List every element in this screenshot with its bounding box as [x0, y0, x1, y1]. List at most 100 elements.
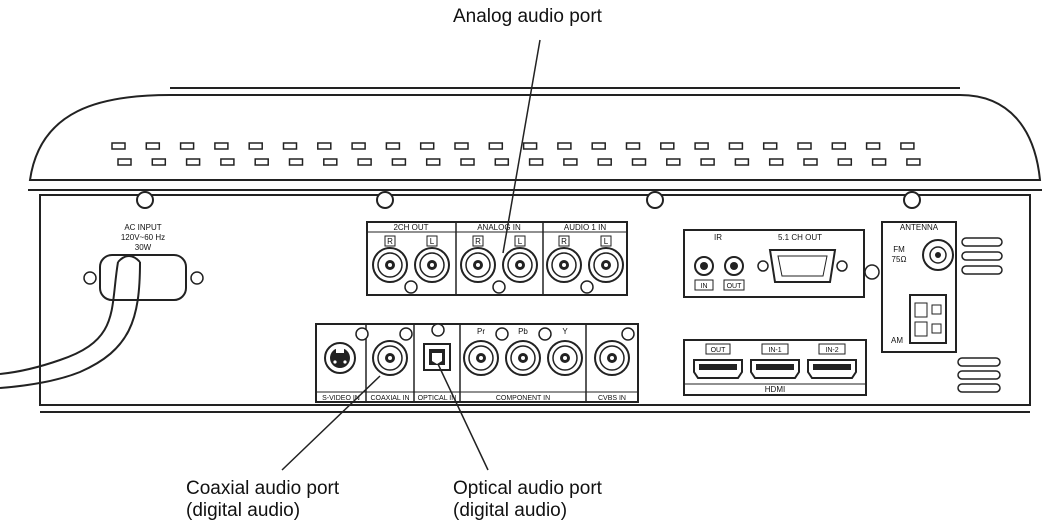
vent-slot	[563, 158, 578, 166]
vent-slot	[631, 158, 647, 166]
vent-slot	[185, 158, 201, 166]
video-audio-input-group: S-VIDEO IN COAXIAL IN OPTICAL IN COMPONE…	[315, 323, 639, 403]
label-r: R	[387, 237, 393, 246]
ac-input: AC INPUT 120V~60 Hz 30W	[0, 223, 204, 389]
ac-input-label: AC INPUT	[124, 223, 161, 232]
component-y-jack	[547, 340, 583, 376]
side-vents	[957, 237, 1003, 393]
vent-slot	[591, 142, 606, 150]
label-svideo-in: S-VIDEO IN	[322, 395, 360, 402]
label-ir: IR	[714, 233, 722, 242]
vent-slot	[317, 142, 332, 150]
label-fm: FM	[893, 245, 905, 254]
side-vent	[961, 237, 1003, 247]
vent-slot	[323, 158, 338, 166]
label-component-in: COMPONENT IN	[496, 395, 550, 402]
component-pr-jack	[463, 340, 499, 376]
cvbs-jack	[594, 340, 630, 376]
label-l: L	[518, 237, 523, 246]
label-ir-in: IN	[701, 283, 708, 290]
vent-slot	[425, 158, 441, 166]
vent-slot	[460, 158, 475, 166]
label-am: AM	[891, 336, 903, 345]
rca-jack-l	[588, 247, 624, 283]
vent-slot	[145, 142, 161, 150]
coaxial-jack	[372, 340, 408, 376]
screw	[646, 191, 664, 209]
label-l: L	[430, 237, 435, 246]
vent-slot	[288, 158, 304, 166]
vent-slot	[357, 158, 372, 166]
callout-analog-audio-port: Analog audio port	[453, 6, 602, 27]
side-vent	[957, 370, 1001, 380]
callout-optical-digital: (digital audio)	[453, 500, 568, 521]
screw	[136, 191, 154, 209]
screw	[376, 191, 394, 209]
vent-slot	[597, 158, 612, 166]
vent-slot	[768, 158, 784, 166]
antenna-group: ANTENNA FM 75Ω AM	[881, 221, 957, 353]
label-analog-in: ANALOG IN	[477, 223, 521, 232]
label-hdmi-in1: IN-1	[768, 347, 781, 354]
label-51-out: 5.1 CH OUT	[778, 233, 822, 242]
vent-slot	[700, 158, 715, 166]
screw	[903, 191, 921, 209]
ir-51-group: IR 5.1 CH OUT IN OUT	[683, 229, 880, 298]
side-vent	[961, 265, 1003, 275]
vent-slot	[522, 142, 538, 150]
vent-slot	[111, 142, 126, 150]
vent-slot	[797, 142, 812, 150]
side-vent	[957, 357, 1001, 367]
callout-coaxial-digital: (digital audio)	[186, 500, 301, 521]
vent-slot	[454, 142, 469, 150]
rca-jack-l	[502, 247, 538, 283]
vent-slot	[151, 158, 167, 166]
vent-slot	[734, 158, 750, 166]
label-y: Y	[562, 327, 568, 336]
label-fm-ohm: 75Ω	[892, 255, 907, 264]
label-hdmi-out: OUT	[711, 347, 727, 354]
label-antenna: ANTENNA	[900, 223, 939, 232]
rca-jack-r	[460, 247, 496, 283]
leader-optical	[437, 363, 489, 471]
side-vent	[957, 383, 1001, 393]
rca-jack-r	[546, 247, 582, 283]
power-cord	[0, 261, 119, 375]
side-vent	[961, 251, 1003, 261]
vent-slot	[625, 142, 641, 150]
vent-slot	[528, 158, 544, 166]
vent-slot	[351, 142, 366, 150]
vent-slot	[557, 142, 572, 150]
vent-slot	[282, 142, 298, 150]
label-hdmi: HDMI	[765, 385, 785, 394]
vent-slot	[488, 142, 504, 150]
label-r: R	[475, 237, 481, 246]
vent-slot	[831, 142, 847, 150]
vent-slot	[179, 142, 195, 150]
vent-slot	[728, 142, 744, 150]
dsub-51-out	[768, 249, 837, 283]
vent-slot	[220, 158, 235, 166]
vent-slot	[254, 158, 269, 166]
ac-input-watts: 30W	[135, 243, 152, 252]
vent-slot	[871, 158, 887, 166]
label-l: L	[604, 237, 609, 246]
label-r: R	[561, 237, 567, 246]
vent-slot	[837, 158, 853, 166]
leader-analog	[502, 39, 541, 254]
vent-slot	[214, 142, 229, 150]
label-2ch-out: 2CH OUT	[393, 223, 428, 232]
ac-input-rating: 120V~60 Hz	[121, 233, 165, 242]
vent-slot	[694, 142, 709, 150]
vent-slot	[803, 158, 818, 166]
leader-coaxial	[281, 375, 381, 471]
vent-slot	[117, 158, 132, 166]
label-pr: Pr	[477, 327, 485, 336]
housing-top	[28, 94, 1042, 181]
label-coaxial-in: COAXIAL IN	[370, 395, 409, 402]
component-pb-jack	[505, 340, 541, 376]
label-hdmi-in2: IN-2	[825, 347, 838, 354]
